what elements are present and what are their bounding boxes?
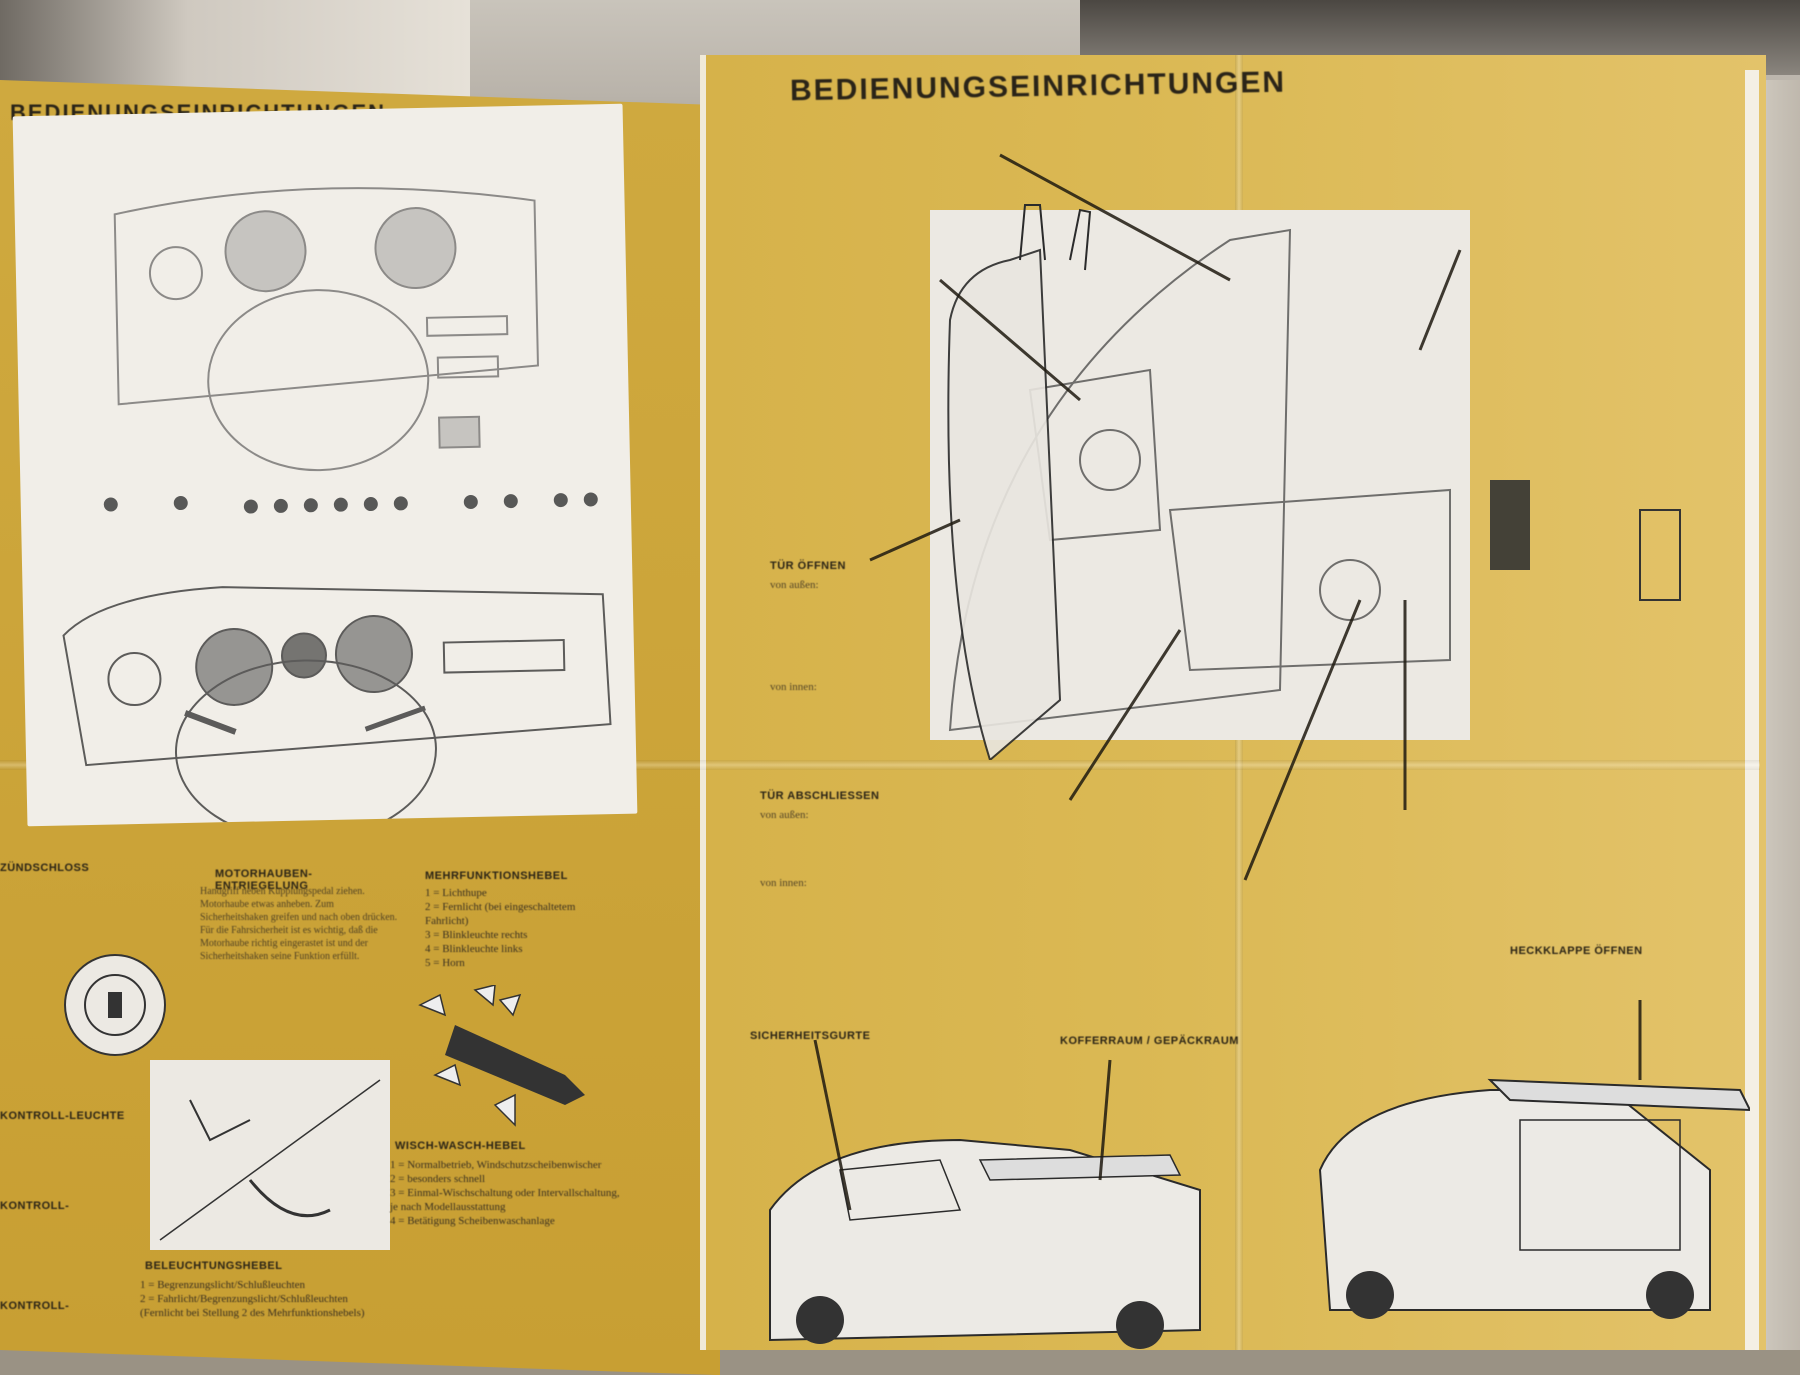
fold-line-horizontal xyxy=(0,760,1760,770)
dashboard-illustration-panel xyxy=(12,103,638,827)
label-kontroll-3: KONTROLL- xyxy=(0,1300,70,1312)
label-wisch-wasch-hebel: WISCH-WASCH-HEBEL xyxy=(395,1140,526,1152)
hood-release-drawing xyxy=(159,1079,381,1241)
text-tuer-abschliessen-innen: von innen: xyxy=(760,877,807,889)
hatchback-rear-drawing xyxy=(1318,1078,1750,1319)
label-zuendschloss: ZÜNDSCHLOSS xyxy=(0,862,90,874)
label-kofferraum: KOFFERRAUM / GEPÄCKRAUM xyxy=(1060,1035,1239,1047)
list-item: 2 = Fernlicht (bei eingeschaltetem Fahrl… xyxy=(425,901,576,927)
text-tuer-oeffnen-aussen: von außen: xyxy=(770,579,819,591)
list-item: 1 = Begrenzungslicht/Schlußleuchten xyxy=(140,1279,306,1291)
door-outline xyxy=(947,204,1092,760)
list-item: 5 = Horn xyxy=(425,957,465,969)
multifunction-lever-drawing xyxy=(418,985,585,1127)
label-sicherheitsgurte: SICHERHEITSGURTE xyxy=(750,1030,871,1042)
ignition-lock-icon xyxy=(64,954,166,1056)
text-tuer-abschliessen-aussen: von außen: xyxy=(760,809,809,821)
hood-release-illustration xyxy=(150,1060,390,1250)
list-item: 3 = Blinkleuchte rechts xyxy=(425,929,528,941)
text-motorhaube: Handgriff neben Kupplungspedal ziehen. M… xyxy=(200,886,398,962)
list-item: 4 = Blinkleuchte links xyxy=(425,943,523,955)
list-item: 2 = Fahrlicht/Begrenzungslicht/Schlußleu… xyxy=(140,1293,365,1319)
label-kontroll-2: KONTROLL- xyxy=(0,1200,70,1212)
list-item: 1 = Normalbetrieb, Windschutzscheibenwis… xyxy=(390,1159,602,1171)
label-heckklappe: HECKKLAPPE ÖFFNEN xyxy=(1510,945,1643,957)
label-mehrfunktionshebel: MEHRFUNKTIONSHEBEL xyxy=(425,870,568,882)
label-kontroll-leuchte: KONTROLL-LEUCHTE xyxy=(0,1110,125,1122)
text-tuer-oeffnen-innen: von innen: xyxy=(770,681,817,693)
list-item: 4 = Betätigung Scheibenwaschanlage xyxy=(390,1215,555,1227)
list-item: 3 = Einmal-Wischschaltung oder Intervall… xyxy=(390,1187,620,1213)
list-item: 1 = Lichthupe xyxy=(425,887,487,899)
label-beleuchtungshebel: BELEUCHTUNGSHEBEL xyxy=(145,1260,283,1272)
sedan-rear-drawing xyxy=(769,1138,1201,1349)
list-mehrfunktionshebel: 1 = Lichthupe 2 = Fernlicht (bei eingesc… xyxy=(425,886,605,970)
list-item: 2 = besonders schnell xyxy=(390,1173,486,1185)
sheet-edge xyxy=(1745,70,1759,1350)
label-tuer-abschliessen: TÜR ABSCHLIESSEN xyxy=(760,790,880,802)
label-motorhaube: MOTORHAUBEN-ENTRIEGELUNG xyxy=(215,868,313,892)
list-wisch-wasch-hebel: 1 = Normalbetrieb, Windschutzscheibenwis… xyxy=(390,1158,620,1228)
label-tuer-oeffnen: TÜR ÖFFNEN xyxy=(770,560,846,572)
list-beleuchtungshebel: 1 = Begrenzungslicht/Schlußleuchten 2 = … xyxy=(140,1278,380,1320)
dashboard-drawing xyxy=(62,187,612,827)
